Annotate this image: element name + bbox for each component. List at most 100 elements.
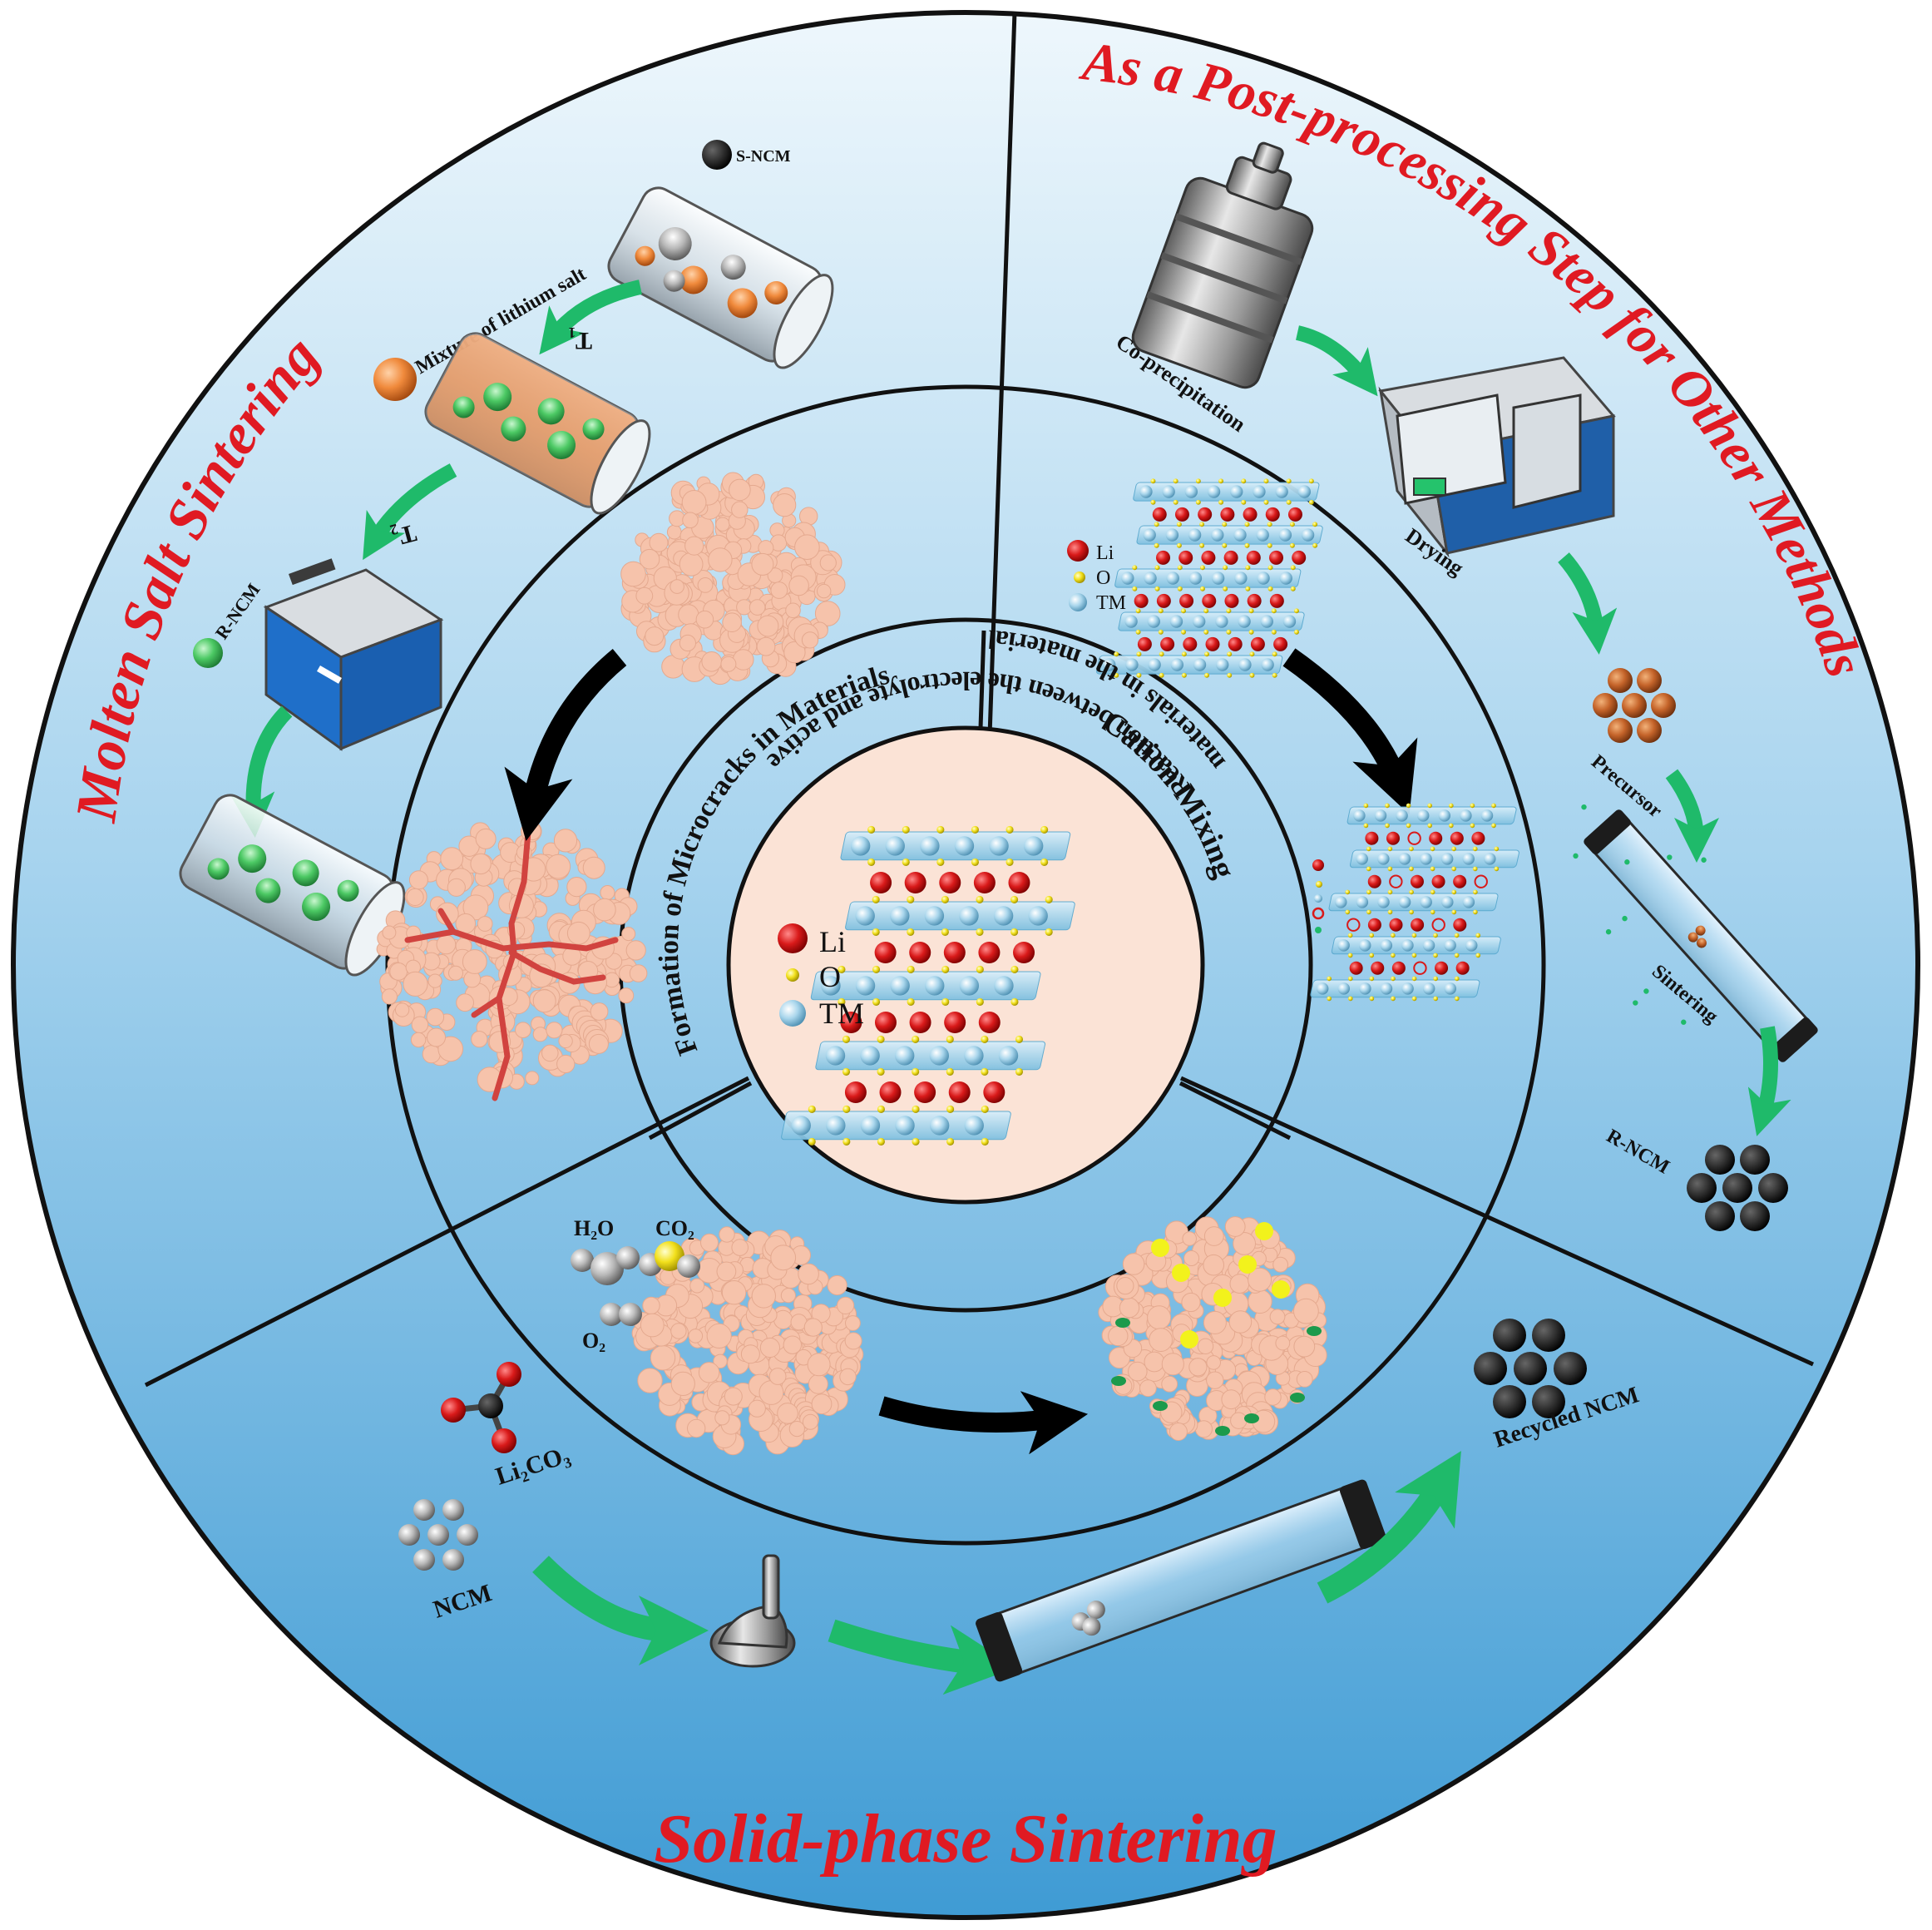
tm-atom [890,976,910,996]
center-legend-o: O [819,960,841,993]
li-atom [1205,636,1220,651]
particle-grain [1206,1355,1221,1370]
deposit-green [1290,1393,1305,1403]
li-atom [1455,961,1470,975]
particle-grain [515,1022,531,1038]
li-atom [1365,831,1379,845]
tm-atom [1216,658,1229,671]
o-atom [1010,928,1019,936]
o-atom [1244,542,1250,548]
particle-grain [546,1022,563,1039]
o-atom [1015,1067,1024,1076]
tm-atom [1462,896,1475,908]
o-atom [1475,933,1481,938]
o-atom [1366,889,1371,895]
particle-grain [1169,1423,1188,1441]
tm-atom [959,976,980,996]
particle-grain [785,602,801,619]
particle-grain [777,1403,798,1424]
li-atom [1431,874,1445,888]
o-atom [1294,608,1299,614]
o-atom [1245,565,1251,571]
particle-grain [700,1233,719,1252]
deposit-green [1111,1376,1126,1386]
o-atom [1195,478,1201,484]
o-atom [902,825,910,834]
particle-grain [817,583,832,599]
particle-grain [471,1031,488,1048]
o-atom [936,825,945,834]
particle-grain [642,1296,660,1315]
tm-atom [1460,809,1472,822]
particle-grain [639,548,660,570]
o-atom [1391,996,1396,1002]
particle-grain [475,828,497,849]
s-ncm-label: S-NCM [736,147,791,166]
arrow-to-drying [1295,325,1378,397]
particle-grain [788,1421,805,1438]
particle-grain [426,1007,445,1027]
tm-atom [1188,528,1202,542]
tm-atom [1398,853,1411,865]
o-atom [907,895,915,903]
o-atom [842,1035,851,1043]
particle-grain [1194,1420,1213,1438]
particle-grain [600,885,615,900]
o-atom [1473,889,1478,895]
particle-grain [740,1344,760,1364]
particle-grain [1139,1379,1157,1398]
tm-atom [1124,615,1138,628]
o-atom [1286,499,1292,505]
particle-grain [1203,1226,1224,1246]
o-atom [1363,803,1369,809]
tm-atom [1282,615,1297,628]
tm-atom [993,906,1014,926]
o-atom [1154,586,1160,591]
furnace-box [263,558,444,751]
o-atom [877,1137,885,1146]
arrow-cation [1282,648,1418,814]
o-atom [1199,522,1205,527]
tm-atom [1184,485,1198,498]
particle-grain [582,856,605,879]
o-atom [808,1105,816,1113]
particle-grain [566,877,587,898]
particle-grain [678,604,699,626]
mixed-ion [1681,1019,1687,1025]
o-atom [912,1137,920,1146]
mid-legend-tm: TM [1096,592,1126,614]
particle-grain [1221,1389,1242,1410]
li-atom [909,942,931,963]
tm-atom [1374,809,1387,822]
tm-atom [1193,658,1207,671]
particle-bottom-right [1098,1216,1327,1441]
particle-grain [695,610,714,629]
tm-atom [924,906,945,926]
o-atom [1430,866,1435,872]
tm-atom [1337,939,1350,952]
li-atom [1429,831,1443,845]
o-atom [1040,825,1049,834]
o-atom [867,858,876,866]
mill-icon [709,1554,796,1668]
tm-atom [1261,658,1274,671]
tm-atom [1422,982,1435,995]
tm-atom [1335,896,1347,908]
o-atom [1150,499,1156,505]
o-atom [1267,522,1272,527]
li-atom [870,872,892,893]
li-atom [874,1012,897,1033]
arrow-to-sintering [1665,769,1719,863]
o-atom [1218,499,1224,505]
li-atom [1367,874,1381,888]
o-atom [1159,651,1164,657]
arrow-to-mill [532,1556,709,1665]
o-atom [1411,976,1417,982]
o-atom [1385,823,1390,829]
o-atom [1135,608,1141,614]
quartz-tube-bottom [976,1479,1386,1682]
o-atom [941,928,949,936]
particle-grain [1149,1328,1173,1352]
o-atom [1272,672,1277,678]
particle-grain [729,478,751,502]
